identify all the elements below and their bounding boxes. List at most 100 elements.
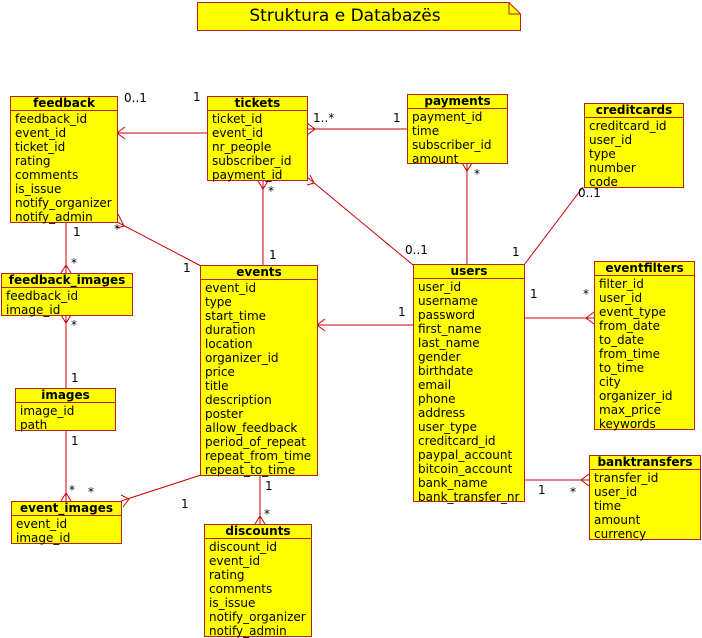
entity-attribute: rating <box>209 568 245 582</box>
crowfoot-users-banktransfers <box>580 473 590 487</box>
rel-tickets-users <box>306 176 414 266</box>
entity-attribute: start_time <box>205 309 267 323</box>
entity-attribute: user_id <box>418 280 462 294</box>
rel-feedback-events <box>116 221 202 267</box>
entity-attribute: type <box>589 147 616 161</box>
multiplicity-label: * <box>474 167 480 181</box>
entity-attribute: poster <box>205 407 244 421</box>
crowfoot-events-discounts <box>254 515 266 525</box>
entity-attribute: notify_organizer <box>15 196 112 210</box>
multiplicity-label: * <box>114 222 120 236</box>
rel-eventimages-events <box>120 474 202 502</box>
crowfoot-eventimages-events <box>120 494 130 508</box>
entity-attribute: is_issue <box>15 182 62 196</box>
entity-attribute: username <box>418 294 478 308</box>
entity-attribute: code <box>589 175 618 189</box>
entity-attribute: image_id <box>16 531 71 545</box>
entity-attribute: ticket_id <box>212 112 263 126</box>
note-shape <box>197 2 521 31</box>
entity-attribute: event_id <box>205 281 257 295</box>
entity-attribute: filter_id <box>599 277 644 291</box>
entity-attribute: city <box>599 375 621 389</box>
multiplicity-label: * <box>71 256 77 270</box>
entity-attribute: organizer_id <box>205 351 279 365</box>
multiplicity-label: 1 <box>398 305 406 319</box>
entity-attribute: password <box>418 308 475 322</box>
crowfoot-tickets-payments <box>306 122 316 136</box>
entity-attribute: duration <box>205 323 256 337</box>
multiplicity-label: 1..* <box>313 111 335 125</box>
entity-attribute: event_type <box>599 305 666 319</box>
multiplicity-label: 1 <box>193 90 201 104</box>
multiplicity-label: 0..1 <box>124 91 147 105</box>
entity-attribute: bank_name <box>418 476 488 490</box>
entity-attribute: path <box>20 418 48 432</box>
entity-attribute: repeat_to_time <box>205 463 296 477</box>
multiplicity-label: * <box>264 507 270 521</box>
entity-attribute: paypal_account <box>418 448 513 462</box>
multiplicity-label: 1 <box>183 261 191 275</box>
entity-attribute: location <box>205 337 253 351</box>
multiplicity-label: * <box>71 318 77 332</box>
multiplicity-label: 1 <box>269 248 277 262</box>
entity-attribute: event_id <box>212 126 264 140</box>
multiplicity-label: 1 <box>181 497 189 511</box>
entity-attribute: organizer_id <box>599 389 673 403</box>
entity-attribute: to_date <box>599 333 645 347</box>
entity-attribute: nr_people <box>212 140 272 154</box>
entity-attribute: currency <box>594 527 647 541</box>
multiplicity-label: 1 <box>71 371 79 385</box>
multiplicity-label: 0..1 <box>405 243 428 257</box>
entity-attribute: ticket_id <box>15 140 66 154</box>
rel-creditcards-users <box>523 186 584 266</box>
entity-attribute: payment_id <box>412 110 483 124</box>
entity-attribute: time <box>412 124 440 138</box>
entity-attribute: creditcard_id <box>418 434 496 448</box>
entity-attribute: title <box>205 379 229 393</box>
entity-attribute: to_time <box>599 361 645 375</box>
entity-name: banktransfers <box>590 456 700 470</box>
multiplicity-label: * <box>583 287 589 301</box>
entity-name: images <box>16 389 115 403</box>
entity-attribute: notify_admin <box>209 624 287 638</box>
entity-attribute: feedback_id <box>6 289 79 303</box>
entity-attribute: type <box>205 295 232 309</box>
crowfoot-feedback-feedbackimages <box>60 264 72 274</box>
entity-attribute: feedback_id <box>15 112 88 126</box>
entity-attribute: keywords <box>599 417 656 431</box>
diagram-title-note: Struktura e Databazës <box>197 2 521 31</box>
multiplicity-label: * <box>88 485 94 499</box>
entity-name: eventfilters <box>595 262 694 276</box>
multiplicity-label: 1 <box>530 287 538 301</box>
entity-attribute: image_id <box>6 303 61 317</box>
entity-attribute: address <box>418 406 466 420</box>
entity-attribute: creditcard_id <box>589 119 667 133</box>
multiplicity-label: 1 <box>512 245 520 259</box>
entity-attribute: first_name <box>418 322 482 336</box>
entity-attribute: time <box>594 499 622 513</box>
entity-attribute: rating <box>15 154 51 168</box>
entity-attribute: event_id <box>209 554 261 568</box>
entity-attribute: max_price <box>599 403 662 417</box>
entity-name: event_images <box>12 502 121 516</box>
diagram-title: Struktura e Databazës <box>249 6 441 26</box>
